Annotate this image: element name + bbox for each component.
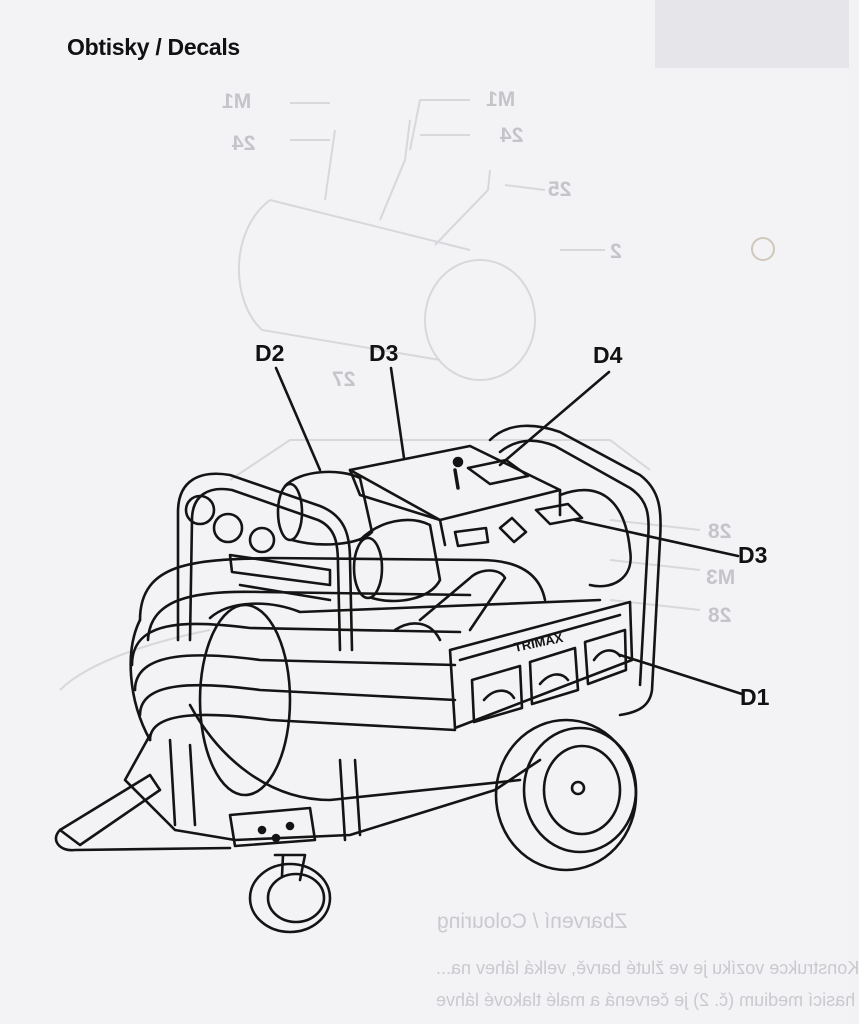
page-title: Obtisky / Decals [67,34,240,60]
callout-d3-side: D3 [738,542,768,568]
bleed-ghost-drawing [59,99,701,691]
callout-d1: D1 [740,684,770,710]
callout-d2: D2 [255,340,285,366]
panel-decal-text: TRIMAX [513,630,565,655]
bleed-hole-mark [751,237,775,261]
callout-d4: D4 [593,342,623,368]
callout-d3-top: D3 [369,340,399,366]
scan-shadow [655,0,849,68]
cart-line-art [54,366,744,934]
